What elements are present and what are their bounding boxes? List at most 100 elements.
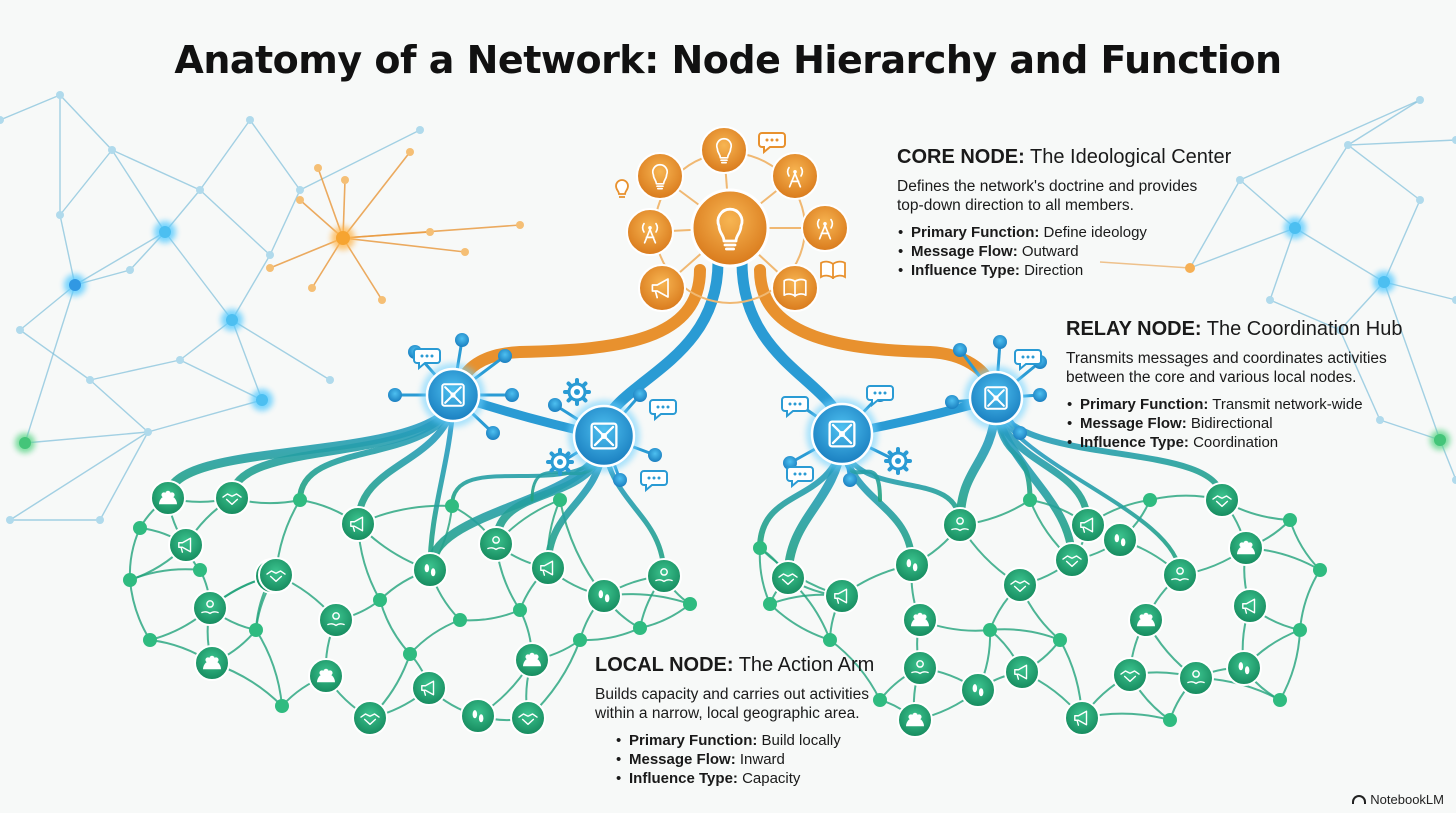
- local-node: [168, 527, 204, 563]
- notebooklm-brand: NotebookLM: [1352, 792, 1444, 807]
- network-link: [342, 151, 411, 239]
- mesh-link: [459, 609, 521, 622]
- people-icon: [317, 668, 335, 683]
- network-dot: [406, 148, 414, 156]
- network-link: [231, 319, 331, 381]
- chat-bubble-icon: [649, 399, 677, 422]
- hands-icon: [1171, 567, 1189, 582]
- antenna-icon: [816, 218, 834, 240]
- network-link: [9, 431, 149, 521]
- network-link: [19, 329, 91, 381]
- local-node: [1162, 557, 1198, 593]
- local-node: [478, 526, 514, 562]
- core-satellite-node: [638, 264, 686, 312]
- network-dot: [314, 164, 322, 172]
- people-icon: [159, 490, 177, 505]
- spoke-dot: [1033, 388, 1047, 402]
- network-dot: [336, 231, 350, 245]
- notebooklm-logo-icon: [1352, 795, 1367, 804]
- network-dot: [226, 314, 238, 326]
- local-node: [192, 590, 228, 626]
- core-trunk: [754, 264, 996, 391]
- local-dot: [633, 621, 647, 635]
- network-link: [299, 129, 421, 191]
- megaphone-icon: [350, 516, 364, 532]
- people-icon: [1137, 612, 1155, 627]
- local-node: [1002, 567, 1038, 603]
- core-primary-function: Primary Function: Define ideology: [898, 223, 1257, 242]
- network-link: [74, 231, 166, 286]
- network-dot: [1236, 176, 1244, 184]
- core-message-flow: Message Flow: Outward: [898, 242, 1257, 261]
- mesh-link: [129, 568, 201, 581]
- chat-bubble-icon: [640, 470, 668, 493]
- local-primary-function: Primary Function: Build locally: [616, 731, 895, 750]
- spoke-dot: [633, 388, 647, 402]
- network-link: [147, 399, 263, 433]
- brand-label: NotebookLM: [1370, 792, 1444, 807]
- spoke-dot: [388, 388, 402, 402]
- footprints-icon: [1238, 662, 1250, 675]
- branch-link: [228, 401, 457, 502]
- network-link: [164, 231, 233, 321]
- local-dot: [403, 647, 417, 661]
- local-node: [1004, 654, 1040, 690]
- local-dot: [753, 541, 767, 555]
- local-node: [1070, 507, 1106, 543]
- network-dot: [1344, 141, 1352, 149]
- mesh-link: [409, 619, 461, 655]
- mesh-link: [829, 639, 881, 701]
- network-dot: [308, 284, 316, 292]
- local-dot: [373, 593, 387, 607]
- spoke-dot: [455, 333, 469, 347]
- network-dot: [256, 394, 268, 406]
- hands-icon: [951, 517, 969, 532]
- local-message-flow: Message Flow: Inward: [616, 750, 895, 769]
- local-node: [411, 670, 447, 706]
- network-link: [231, 319, 263, 401]
- network-dot: [6, 516, 14, 524]
- local-dot: [193, 563, 207, 577]
- network-dot: [19, 437, 31, 449]
- local-node: [1064, 700, 1100, 736]
- spoke-dot: [486, 426, 500, 440]
- network-dot: [1416, 96, 1424, 104]
- megaphone-icon: [1074, 710, 1088, 726]
- core-node-description: Defines the network's doctrine and provi…: [897, 178, 1198, 214]
- spoke-dot: [498, 349, 512, 363]
- core-node-list: Primary Function: Define ideology Messag…: [897, 223, 1257, 280]
- network-dot: [416, 126, 424, 134]
- network-dot: [176, 356, 184, 364]
- network-dot: [126, 266, 134, 274]
- spoke-dot: [945, 395, 959, 409]
- local-node: [412, 552, 448, 588]
- network-dot: [1289, 222, 1301, 234]
- local-node: [1226, 650, 1262, 686]
- handshake-icon: [360, 713, 380, 725]
- local-dot: [763, 597, 777, 611]
- local-node-info: LOCAL NODE: The Action Arm Builds capaci…: [595, 654, 895, 788]
- core-satellite-node: [636, 152, 684, 200]
- network-link: [89, 379, 149, 433]
- core-node-info: CORE NODE: The Ideological Center Define…: [897, 146, 1257, 280]
- network-hub-icon: [828, 420, 856, 448]
- local-node: [586, 578, 622, 614]
- network-link: [111, 149, 201, 191]
- chat-bubble-icon: [866, 385, 894, 408]
- local-dot: [133, 521, 147, 535]
- handshake-icon: [1212, 495, 1232, 507]
- lightbulb-icon: [652, 163, 668, 190]
- network-link: [1294, 144, 1349, 229]
- core-trunk: [454, 264, 706, 391]
- network-dot: [1452, 136, 1456, 144]
- core-influence-type: Influence Type: Direction: [898, 261, 1257, 280]
- spoke-dot: [953, 343, 967, 357]
- chat-bubble-icon: [413, 348, 441, 371]
- megaphone-icon: [178, 537, 192, 553]
- network-link: [269, 237, 344, 269]
- megaphone-icon: [421, 680, 435, 696]
- mesh-link: [639, 603, 691, 629]
- local-node: [942, 507, 978, 543]
- chat-bubble-icon: [1014, 349, 1042, 372]
